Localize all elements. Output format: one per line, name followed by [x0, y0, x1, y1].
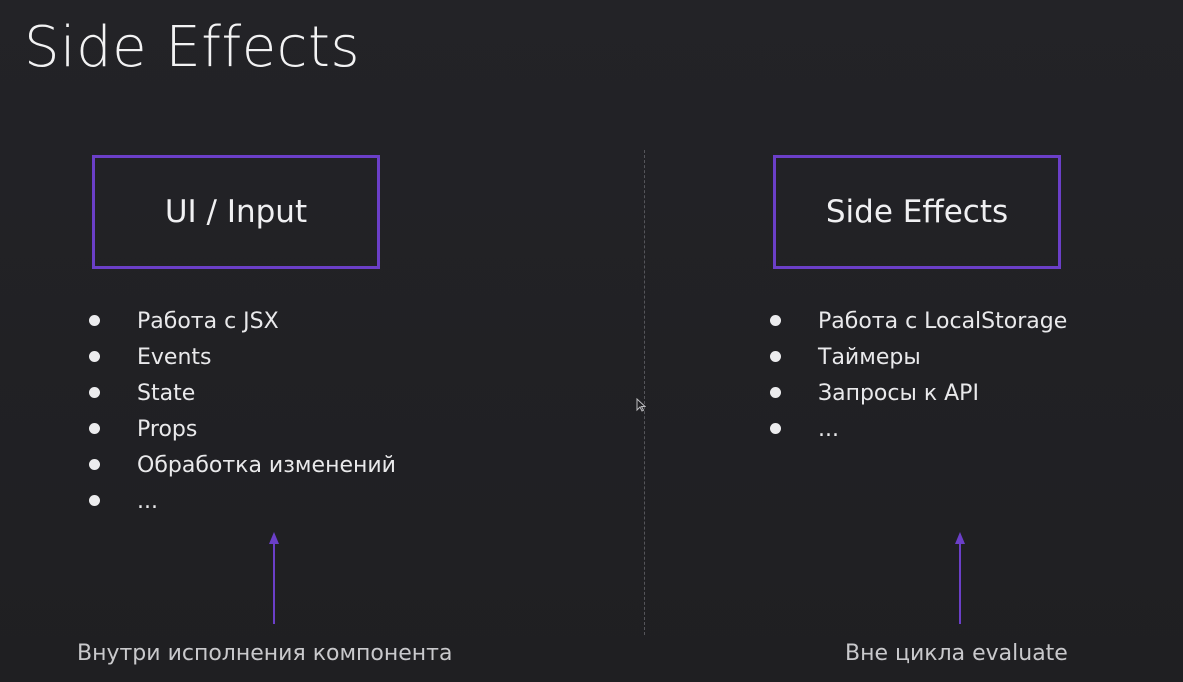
bullet-icon: [89, 458, 100, 470]
bullet-icon: [89, 314, 100, 326]
mouse-cursor-icon: [636, 398, 646, 412]
list-item: Запросы к API: [769, 376, 1067, 412]
bullet-icon: [770, 350, 781, 362]
caption-outside-evaluate: Вне цикла evaluate: [845, 641, 1068, 666]
side-effects-box-label: Side Effects: [825, 194, 1009, 230]
center-divider: [644, 150, 645, 635]
list-item: Работа с LocalStorage: [769, 304, 1067, 340]
bullet-icon: [770, 386, 781, 398]
list-item: ...: [769, 412, 1067, 448]
ui-input-box: UI / Input: [92, 155, 380, 269]
list-item: Props: [88, 412, 396, 448]
bullet-icon: [89, 386, 100, 398]
side-effects-box: Side Effects: [773, 155, 1061, 269]
list-item: Работа с JSX: [88, 304, 396, 340]
bullet-icon: [770, 314, 781, 326]
up-arrow-icon: [269, 532, 279, 624]
list-item: Таймеры: [769, 340, 1067, 376]
slide-title: Side Effects: [24, 15, 361, 80]
bullet-icon: [89, 350, 100, 362]
bullet-icon: [770, 422, 781, 434]
list-item: State: [88, 376, 396, 412]
ui-input-box-label: UI / Input: [164, 194, 308, 230]
list-item: Обработка изменений: [88, 448, 396, 484]
list-item: Events: [88, 340, 396, 376]
side-effects-list: Работа с LocalStorage Таймеры Запросы к …: [769, 304, 1067, 448]
bullet-icon: [89, 494, 100, 506]
caption-inside-component: Внутри исполнения компонента: [77, 641, 453, 666]
bullet-icon: [89, 422, 100, 434]
ui-input-list: Работа с JSX Events State Props Обработк…: [88, 304, 396, 520]
list-item: ...: [88, 484, 396, 520]
up-arrow-icon: [955, 532, 965, 624]
